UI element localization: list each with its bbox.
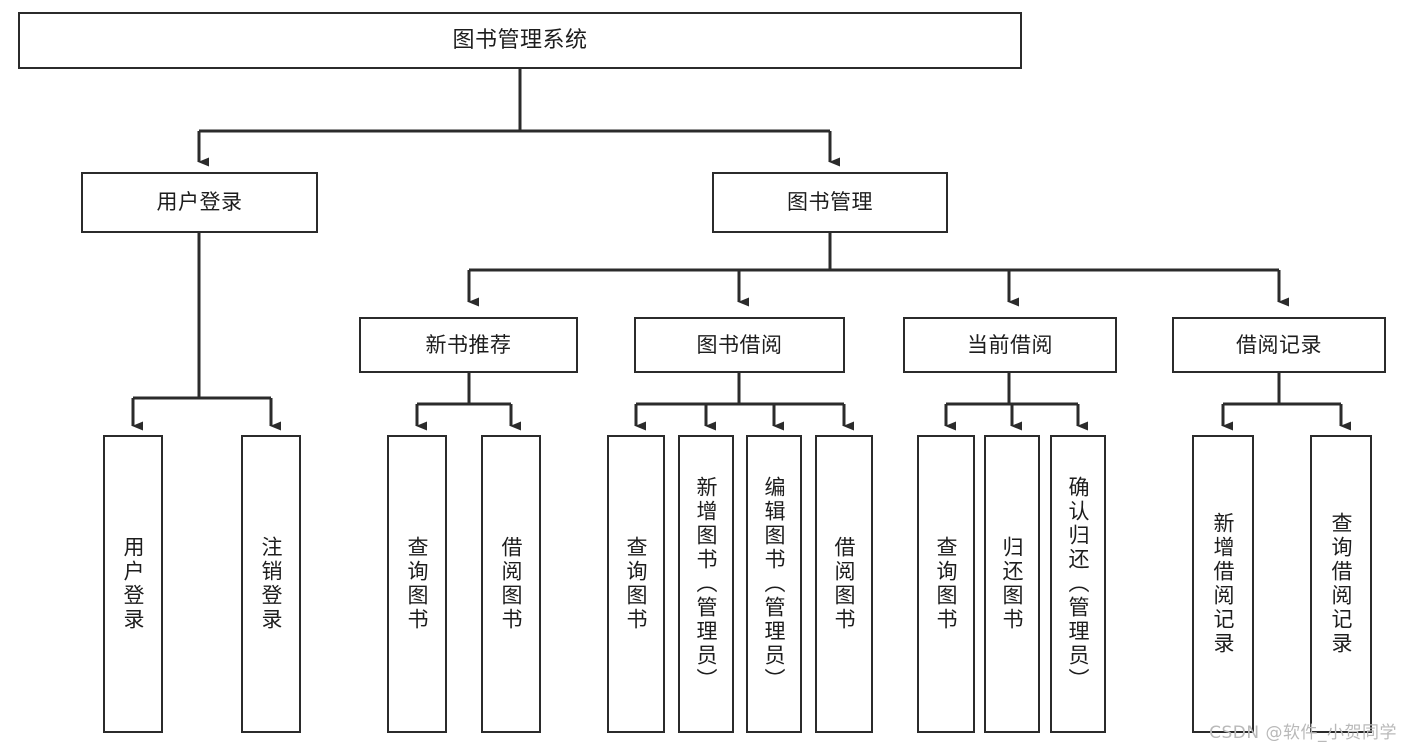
leaf-query-book-3-label: 查询图书 [934,536,959,632]
leaf-logout-login-label: 注销登录 [259,536,284,632]
watermark: CSDN @软件_小贺同学 [1209,723,1397,743]
leaf-user-login[interactable]: 用户登录 [103,435,163,733]
leaf-query-record-label: 查询借阅记录 [1329,512,1354,656]
leaf-logout-login[interactable]: 注销登录 [241,435,301,733]
node-user-login-label: 用户登录 [156,190,243,215]
node-borrow-record[interactable]: 借阅记录 [1172,317,1386,373]
leaf-return-book[interactable]: 归还图书 [984,435,1040,733]
leaf-borrow-book-2[interactable]: 借阅图书 [815,435,873,733]
leaf-return-book-label: 归还图书 [1000,536,1025,632]
leaf-query-book-1[interactable]: 查询图书 [387,435,447,733]
leaf-confirm-return-label: 确认归还（管理员） [1066,476,1091,692]
node-new-book-recommend[interactable]: 新书推荐 [359,317,578,373]
node-current-borrow[interactable]: 当前借阅 [903,317,1117,373]
leaf-borrow-book-1-label: 借阅图书 [499,536,524,632]
leaf-borrow-book-2-label: 借阅图书 [832,536,857,632]
leaf-query-book-2-label: 查询图书 [624,536,649,632]
node-user-login[interactable]: 用户登录 [81,172,318,233]
leaf-query-book-3[interactable]: 查询图书 [917,435,975,733]
leaf-query-book-2[interactable]: 查询图书 [607,435,665,733]
node-root[interactable]: 图书管理系统 [18,12,1022,69]
node-current-borrow-label: 当前借阅 [967,332,1053,357]
leaf-edit-book[interactable]: 编辑图书（管理员） [746,435,802,733]
node-book-borrow-label: 图书借阅 [696,332,783,357]
node-new-book-recommend-label: 新书推荐 [425,332,512,357]
node-book-management-label: 图书管理 [787,190,873,215]
leaf-query-record[interactable]: 查询借阅记录 [1310,435,1372,733]
node-borrow-record-label: 借阅记录 [1236,332,1322,357]
node-root-label: 图书管理系统 [452,27,588,53]
node-book-borrow[interactable]: 图书借阅 [634,317,845,373]
leaf-add-record[interactable]: 新增借阅记录 [1192,435,1254,733]
leaf-add-record-label: 新增借阅记录 [1211,512,1236,656]
leaf-user-login-label: 用户登录 [121,536,146,632]
leaf-confirm-return[interactable]: 确认归还（管理员） [1050,435,1106,733]
leaf-add-book[interactable]: 新增图书（管理员） [678,435,734,733]
leaf-query-book-1-label: 查询图书 [405,536,430,632]
leaf-borrow-book-1[interactable]: 借阅图书 [481,435,541,733]
leaf-edit-book-label: 编辑图书（管理员） [762,476,787,692]
node-book-management[interactable]: 图书管理 [712,172,948,233]
leaf-add-book-label: 新增图书（管理员） [694,476,719,692]
